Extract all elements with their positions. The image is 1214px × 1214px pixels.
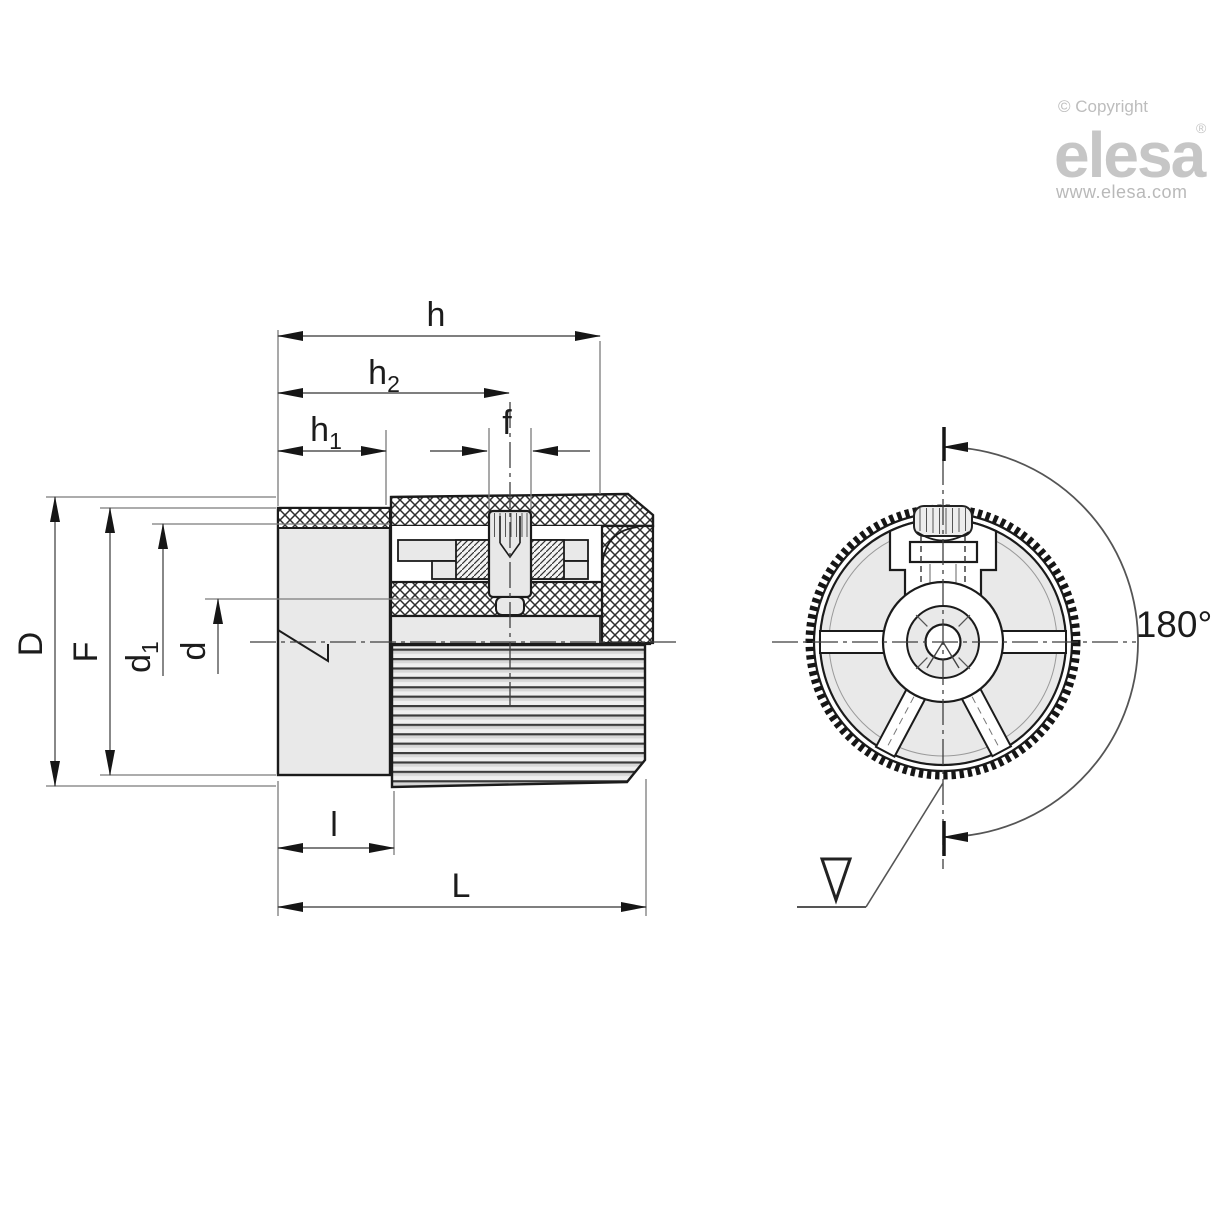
dim-label-h2: h2 bbox=[368, 354, 400, 397]
dim-label-d: d bbox=[175, 642, 213, 661]
surface-finish-icon bbox=[819, 857, 853, 905]
dimension-h2: h2 bbox=[277, 354, 510, 398]
dimension-L: L bbox=[277, 867, 647, 912]
section-view-dimensions: h h2 h1 f D F d1 bbox=[12, 296, 647, 916]
hub-bore-chamfer bbox=[277, 629, 329, 663]
angle-dimension-180: 180° bbox=[942, 427, 1213, 856]
surface-finish-callout bbox=[797, 782, 944, 908]
dimension-d: d bbox=[175, 598, 223, 674]
registered-mark: ® bbox=[1196, 120, 1207, 136]
cap-back-section bbox=[600, 524, 655, 645]
angle-label: 180° bbox=[1136, 604, 1213, 645]
dim-label-h1: h1 bbox=[310, 411, 342, 454]
elesa-logo: elesa bbox=[1054, 119, 1207, 191]
side-section-view bbox=[250, 402, 680, 789]
website-text: www.elesa.com bbox=[1055, 182, 1188, 202]
dim-label-L: L bbox=[452, 867, 471, 905]
dim-label-d1: d1 bbox=[120, 641, 163, 673]
dimension-f: f bbox=[430, 404, 590, 456]
leader-line bbox=[865, 782, 944, 908]
extension-lines bbox=[46, 330, 647, 916]
dimension-F: F bbox=[67, 507, 115, 776]
spoke-lower-right-rib bbox=[971, 696, 1000, 748]
cavity-fillet bbox=[601, 526, 639, 571]
front-view: 180° bbox=[772, 427, 1213, 908]
angle-arc bbox=[942, 442, 1139, 842]
dimension-d1: d1 bbox=[120, 523, 168, 676]
dimension-h1: h1 bbox=[277, 411, 387, 456]
dim-label-l: l bbox=[330, 806, 338, 844]
dim-label-F: F bbox=[67, 642, 105, 663]
dim-label-h: h bbox=[427, 296, 446, 334]
copyright-text: © Copyright bbox=[1058, 97, 1148, 116]
dim-label-f: f bbox=[502, 404, 512, 442]
knurled-skirt bbox=[390, 643, 647, 789]
hub-knurl-section bbox=[277, 507, 391, 529]
dimension-D: D bbox=[12, 496, 61, 787]
spoke-lower-left-rib bbox=[886, 696, 915, 748]
metal-insert-right bbox=[530, 539, 565, 580]
dimension-l: l bbox=[277, 806, 395, 853]
metal-insert-left bbox=[455, 539, 490, 580]
elesa-logo-block: © Copyright elesa ® www.elesa.com bbox=[1054, 97, 1209, 202]
dim-label-D: D bbox=[12, 632, 50, 657]
dimension-h: h bbox=[277, 296, 601, 341]
